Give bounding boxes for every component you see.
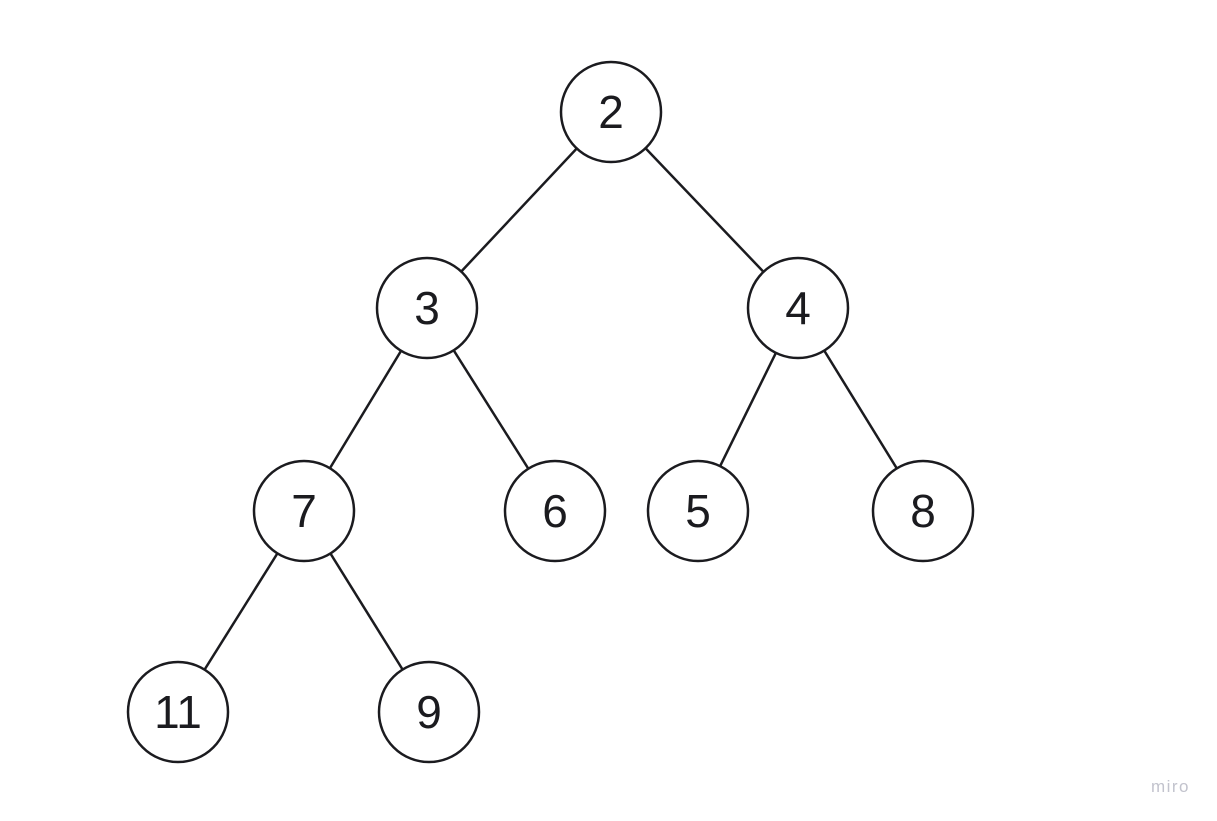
tree-node-label: 2 xyxy=(598,86,624,138)
tree-node-label: 5 xyxy=(685,485,711,537)
tree-node-circle[interactable] xyxy=(375,256,479,360)
tree-node-3[interactable]: 3 xyxy=(375,256,479,360)
tree-node-circle[interactable] xyxy=(377,660,481,764)
tree-node-8[interactable]: 8 xyxy=(871,459,975,563)
tree-node-2[interactable]: 2 xyxy=(559,60,663,164)
tree-node-label: 4 xyxy=(785,282,811,334)
tree-node-circle[interactable] xyxy=(646,459,750,563)
tree-node-circle[interactable] xyxy=(871,459,975,563)
tree-node-4[interactable]: 4 xyxy=(746,256,850,360)
tree-node-circle[interactable] xyxy=(252,459,356,563)
tree-node-label: 11 xyxy=(154,686,202,738)
tree-node-circle[interactable] xyxy=(126,660,230,764)
tree-node-7[interactable]: 7 xyxy=(252,459,356,563)
tree-node-circle[interactable] xyxy=(503,459,607,563)
tree-node-label: 8 xyxy=(910,485,936,537)
tree-node-5[interactable]: 5 xyxy=(646,459,750,563)
tree-node-label: 7 xyxy=(291,485,317,537)
tree-node-label: 6 xyxy=(542,485,568,537)
tree-node-6[interactable]: 6 xyxy=(503,459,607,563)
tree-edges-layer xyxy=(176,111,925,713)
tree-node-label: 9 xyxy=(416,686,442,738)
miro-watermark: miro xyxy=(1150,777,1190,796)
tree-node-9[interactable]: 9 xyxy=(377,660,481,764)
tree-node-circle[interactable] xyxy=(746,256,850,360)
tree-node-label: 3 xyxy=(414,282,440,334)
tree-node-circle[interactable] xyxy=(559,60,663,164)
tree-node-11[interactable]: 11 xyxy=(126,660,230,764)
tree-nodes-layer: 2 3 4 7 6 5 8 11 9 xyxy=(126,60,975,764)
